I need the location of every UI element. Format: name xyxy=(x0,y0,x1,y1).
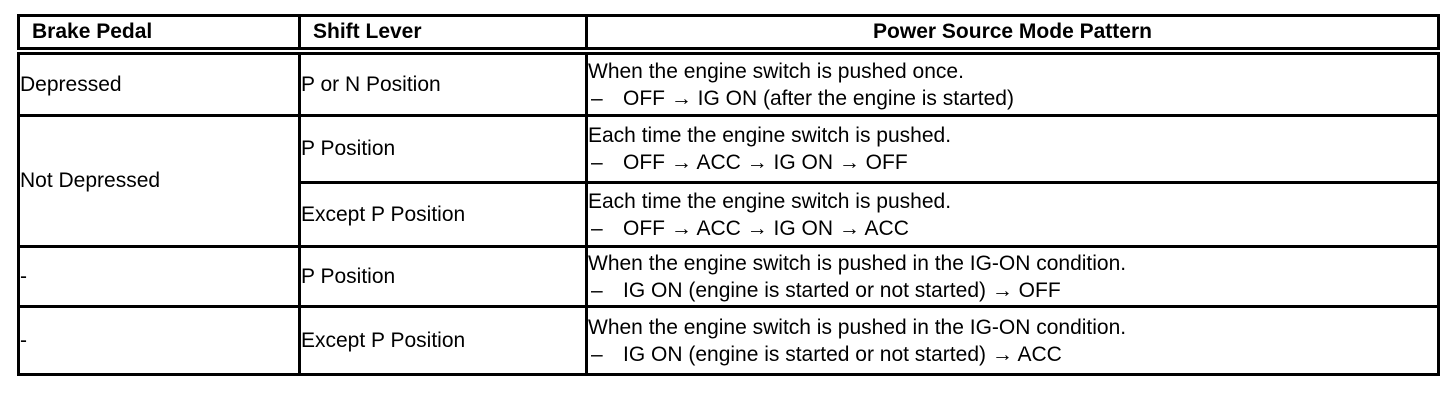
power-source-mode-table: Brake Pedal Shift Lever Power Source Mod… xyxy=(17,14,1440,376)
pattern-description: Each time the engine switch is pushed. xyxy=(588,124,952,147)
pattern-cell: Each time the engine switch is pushed. –… xyxy=(585,114,1440,184)
pattern-sequence-text: OFF → IG ON (after the engine is started… xyxy=(623,86,1014,110)
pattern-sequence-text: OFF → ACC → IG ON → ACC xyxy=(623,216,909,240)
table-row: - Except P Position When the engine swit… xyxy=(17,305,1440,376)
dash-bullet: – xyxy=(591,216,603,240)
table-row: Depressed P or N Position When the engin… xyxy=(17,49,1440,117)
pattern-cell: When the engine switch is pushed once. –… xyxy=(585,49,1440,117)
shift-lever-cell: P or N Position xyxy=(298,49,588,117)
shift-lever-cell: P Position xyxy=(298,114,588,184)
pattern-sequence: –OFF → IG ON (after the engine is starte… xyxy=(590,85,1436,112)
pattern-sequence: –OFF → ACC → IG ON → ACC xyxy=(590,215,1436,242)
header-brake-pedal: Brake Pedal xyxy=(17,14,301,55)
shift-lever-cell: Except P Position xyxy=(298,305,588,376)
pattern-sequence: –IG ON (engine is started or not started… xyxy=(590,341,1436,368)
pattern-cell: Each time the engine switch is pushed. –… xyxy=(585,181,1440,248)
pattern-sequence-text: OFF → ACC → IG ON → OFF xyxy=(623,151,908,174)
header-shift-lever: Shift Lever xyxy=(298,14,588,55)
pattern-sequence-text: IG ON (engine is started or not started)… xyxy=(623,278,1061,302)
pattern-description: When the engine switch is pushed once. xyxy=(588,59,964,83)
dash-bullet: – xyxy=(591,151,603,174)
dash-bullet: – xyxy=(591,278,603,302)
pattern-cell: When the engine switch is pushed in the … xyxy=(585,245,1440,308)
pattern-sequence: –OFF → ACC → IG ON → OFF xyxy=(590,149,1436,176)
brake-pedal-cell: - xyxy=(17,305,301,376)
shift-lever-cell: P Position xyxy=(298,245,588,308)
pattern-sequence: –IG ON (engine is started or not started… xyxy=(590,277,1436,304)
table-row: - P Position When the engine switch is p… xyxy=(17,245,1440,308)
pattern-description: When the engine switch is pushed in the … xyxy=(588,315,1127,339)
header-power-source-mode-pattern: Power Source Mode Pattern xyxy=(585,14,1440,55)
shift-lever-cell: Except P Position xyxy=(298,181,588,248)
table-header-row: Brake Pedal Shift Lever Power Source Mod… xyxy=(17,14,1440,55)
brake-pedal-cell: Depressed xyxy=(17,49,301,117)
pattern-description: When the engine switch is pushed in the … xyxy=(588,251,1127,275)
pattern-cell: When the engine switch is pushed in the … xyxy=(585,305,1440,376)
table-row: Not Depressed P Position Each time the e… xyxy=(17,114,1440,248)
table-row: Except P Position Each time the engine s… xyxy=(19,181,1440,248)
dash-bullet: – xyxy=(591,342,603,366)
brake-pedal-cell: - xyxy=(17,245,301,308)
pattern-description: Each time the engine switch is pushed. xyxy=(588,189,952,213)
brake-pedal-cell: Not Depressed xyxy=(17,114,301,248)
dash-bullet: – xyxy=(591,86,603,110)
pattern-sequence-text: IG ON (engine is started or not started)… xyxy=(623,342,1062,366)
